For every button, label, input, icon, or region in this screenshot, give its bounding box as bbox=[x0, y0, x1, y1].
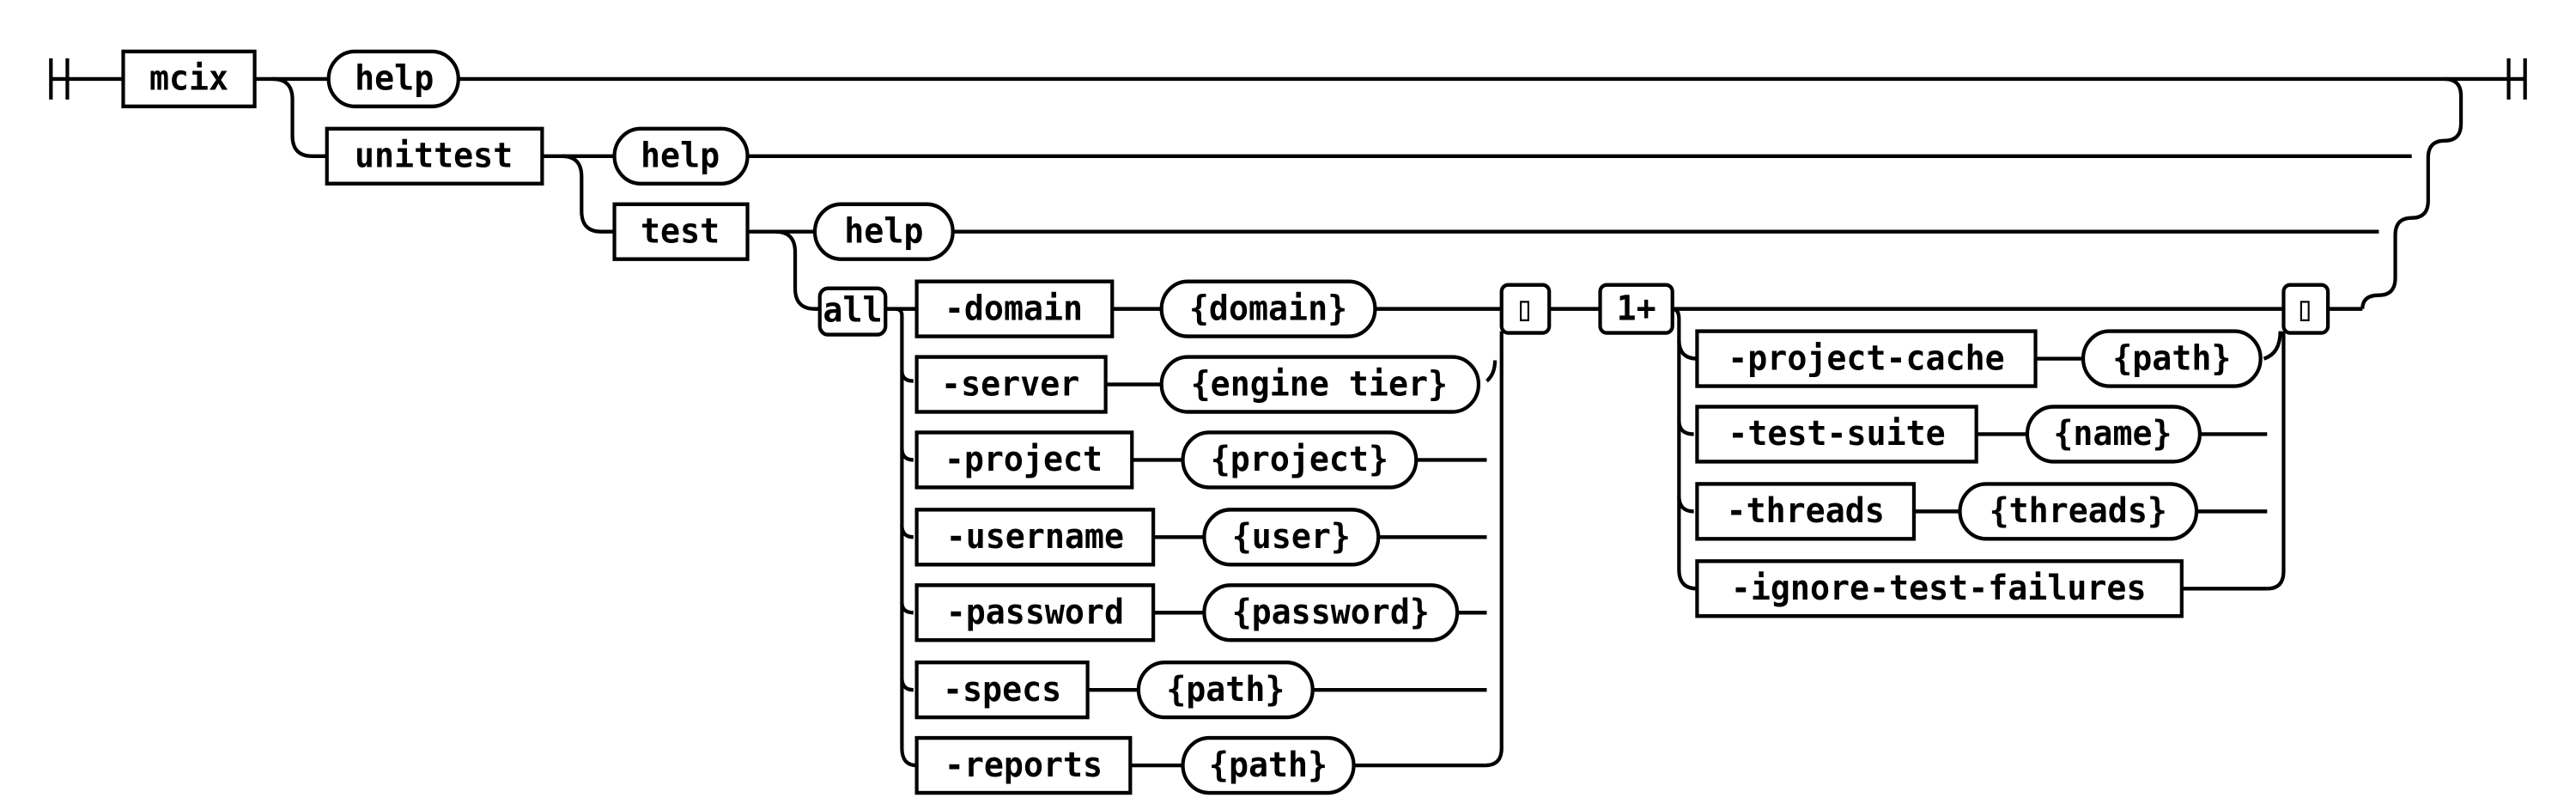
arg-reports-path: {path} bbox=[1209, 746, 1327, 785]
repeat-one-or-more: 1+ bbox=[1617, 289, 1656, 329]
option-test-suite: -test-suite bbox=[1728, 414, 1945, 454]
arg-threads: {threads} bbox=[1990, 491, 2167, 531]
option-domain: -domain bbox=[945, 289, 1083, 329]
node-test: test bbox=[641, 212, 720, 252]
join-marker-2: ▯ bbox=[2295, 289, 2315, 329]
option-server: -server bbox=[941, 365, 1079, 405]
arg-user: {user} bbox=[1232, 517, 1351, 557]
arg-password: {password} bbox=[1232, 593, 1430, 632]
option-password: -password bbox=[946, 593, 1124, 632]
option-threads: -threads bbox=[1727, 491, 1885, 531]
diagram-nodes: mcix help unittest help test help all -d… bbox=[121, 49, 2330, 795]
arg-cache-path: {path} bbox=[2112, 339, 2231, 379]
arg-specs-path: {path} bbox=[1166, 670, 1285, 710]
option-reports: -reports bbox=[945, 746, 1103, 785]
arg-domain: {domain} bbox=[1189, 289, 1347, 329]
node-unittest-help: help bbox=[641, 137, 720, 176]
arg-project: {project} bbox=[1211, 440, 1388, 479]
node-help: help bbox=[355, 59, 434, 99]
arg-name: {name} bbox=[2053, 414, 2172, 454]
option-username: -username bbox=[946, 517, 1124, 557]
arg-engine-tier: {engine tier} bbox=[1191, 365, 1448, 405]
join-marker: ▯ bbox=[1515, 289, 1534, 329]
option-project: -project bbox=[945, 440, 1103, 479]
option-specs: -specs bbox=[943, 670, 1061, 710]
node-test-help: help bbox=[844, 212, 923, 252]
node-mcix: mcix bbox=[149, 59, 228, 99]
node-unittest: unittest bbox=[355, 137, 513, 176]
option-ignore-test-failures: -ignore-test-failures bbox=[1731, 569, 2147, 608]
connector-lines bbox=[49, 58, 2527, 768]
option-project-cache: -project-cache bbox=[1728, 339, 2004, 379]
node-all: all bbox=[823, 291, 882, 331]
